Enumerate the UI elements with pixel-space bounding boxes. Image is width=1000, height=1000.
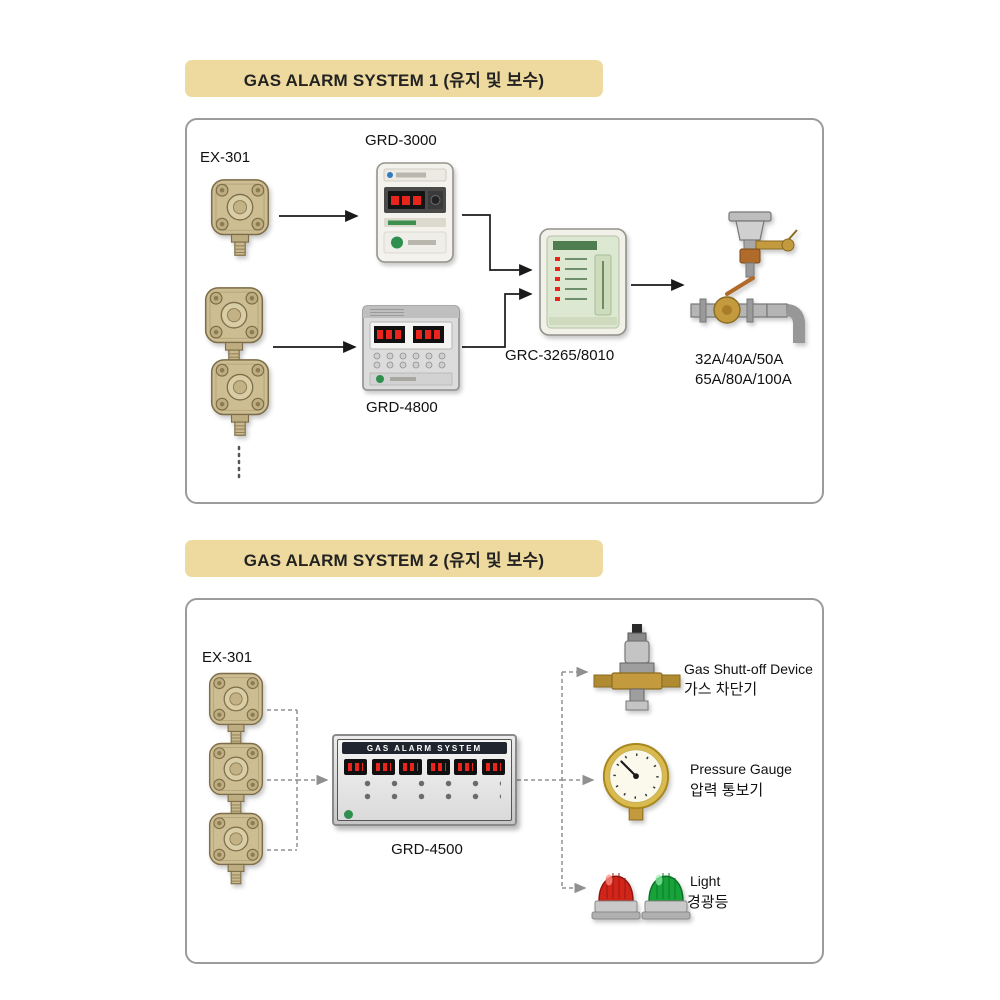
grd4500-label: GRD-4500 xyxy=(391,841,463,858)
led-display xyxy=(454,759,478,775)
led-displays xyxy=(344,759,505,775)
output-light-label-ko: 경광등 xyxy=(687,894,729,911)
led-display xyxy=(344,759,367,775)
gas-detector xyxy=(207,356,273,441)
brand-logo xyxy=(344,810,353,819)
panel-face: GAS ALARM SYSTEM xyxy=(337,739,512,821)
gas-detector xyxy=(205,740,267,819)
output-shutoff-label-en: Gas Shutt-off Device xyxy=(684,661,813,677)
grd-4800-device xyxy=(360,300,462,394)
grc-label: GRC-3265/8010 xyxy=(505,347,615,364)
system1-title-banner: GAS ALARM SYSTEM 1 (유지 및 보수) xyxy=(185,60,603,97)
grd3000-label: GRD-3000 xyxy=(365,132,437,149)
button-row xyxy=(348,779,501,788)
output-shutoff-label-ko: 가스 차단기 xyxy=(684,681,758,698)
gas-detector xyxy=(205,670,267,749)
grd-3000-device xyxy=(367,160,462,267)
panel-title: GAS ALARM SYSTEM xyxy=(342,742,507,754)
button-row xyxy=(348,792,501,801)
gas-detector xyxy=(205,810,267,889)
output-light-label-en: Light xyxy=(690,873,721,889)
detector-label: EX-301 xyxy=(200,149,251,166)
gas-detector xyxy=(207,176,273,261)
system2-connectors xyxy=(267,666,595,894)
system1-box: EX-301 GRD-3000 GRD-4800 GRC-3265/8010 3… xyxy=(185,118,824,504)
warning-lights xyxy=(590,848,692,922)
led-display xyxy=(371,759,395,775)
system1-connectors xyxy=(237,210,685,480)
grc-3265-8010-device xyxy=(535,225,631,342)
system1-title: GAS ALARM SYSTEM 1 (유지 및 보수) xyxy=(243,71,545,90)
gas-shutoff-device xyxy=(592,622,682,717)
grd4800-label: GRD-4800 xyxy=(366,399,438,416)
led-display xyxy=(426,759,450,775)
system2-box: EX-301 GRD-4500 Gas Shutt-off Device 가스 … xyxy=(185,598,824,964)
arrow-grd4800-to-grc xyxy=(462,288,533,348)
valve-sizes-line1: 32A/40A/50A xyxy=(695,351,784,368)
led-display xyxy=(399,759,423,775)
system2-title-banner: GAS ALARM SYSTEM 2 (유지 및 보수) xyxy=(185,540,603,577)
led-display xyxy=(481,759,505,775)
output-gauge-label-ko: 압력 통보기 xyxy=(690,782,764,799)
shutoff-valve-assembly xyxy=(687,208,805,350)
arrow-grd3000-to-grc xyxy=(462,214,533,276)
detector-label: EX-301 xyxy=(202,649,253,666)
output-gauge-label-en: Pressure Gauge xyxy=(690,761,792,777)
pressure-gauge xyxy=(598,740,674,822)
grd-4500-panel: GAS ALARM SYSTEM xyxy=(332,734,517,826)
system2-title: GAS ALARM SYSTEM 2 (유지 및 보수) xyxy=(243,551,545,570)
valve-sizes-line2: 65A/80A/100A xyxy=(695,371,792,388)
